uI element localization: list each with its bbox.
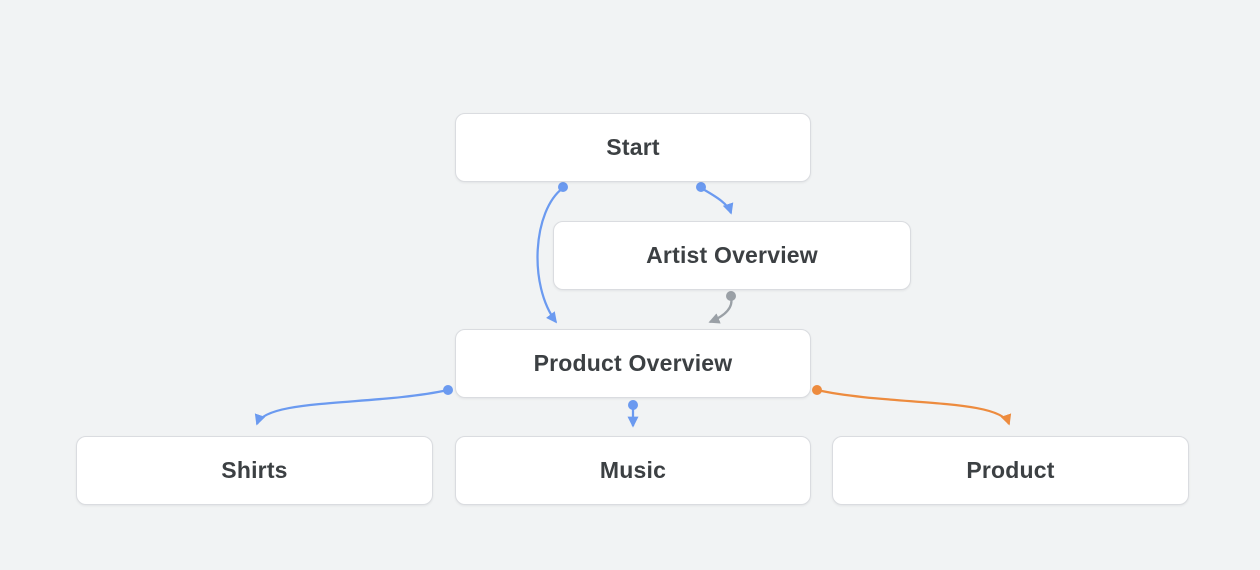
- edge-product-overview-to-shirts[interactable]: [254, 388, 449, 426]
- node-artist-overview[interactable]: Artist Overview: [553, 221, 911, 290]
- edge-artist-overview-to-product-overview[interactable]: [708, 296, 733, 324]
- node-music[interactable]: Music: [455, 436, 811, 505]
- edge-start-to-artist-overview[interactable]: [700, 187, 734, 215]
- node-start[interactable]: Start: [455, 113, 811, 182]
- edge-source-dot: [696, 182, 706, 192]
- edge-source-dot: [558, 182, 568, 192]
- edge-source-dot: [726, 291, 736, 301]
- node-music-label: Music: [599, 457, 667, 483]
- edge-source-dot: [812, 385, 822, 395]
- node-shirts-label: Shirts: [221, 457, 288, 483]
- node-product-overview[interactable]: Product Overview: [455, 329, 811, 398]
- edge-source-dot: [628, 400, 638, 410]
- node-product-label: Product: [966, 457, 1055, 483]
- node-product[interactable]: Product: [832, 436, 1189, 505]
- edge-product-overview-to-product[interactable]: [816, 388, 1012, 426]
- edge-start-to-product-overview[interactable]: [536, 187, 564, 324]
- node-start-label: Start: [606, 134, 660, 160]
- node-artist-overview-label: Artist Overview: [646, 242, 818, 268]
- node-product-overview-label: Product Overview: [533, 350, 733, 376]
- edge-source-dot: [443, 385, 453, 395]
- node-shirts[interactable]: Shirts: [76, 436, 433, 505]
